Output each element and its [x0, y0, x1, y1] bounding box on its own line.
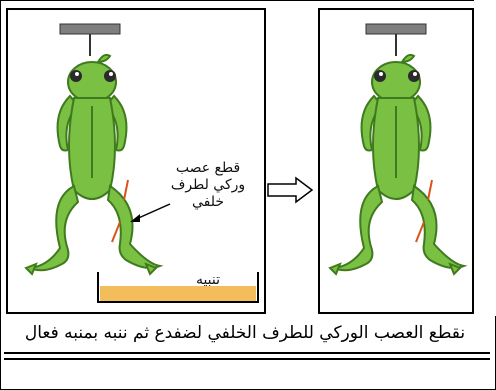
- annotation-line-1: قطع عصب: [148, 160, 268, 177]
- hanger-bar-icon: [60, 24, 120, 34]
- cut-nerve-mark-upper: [124, 180, 128, 200]
- figure-caption: نقطع العصب الوركي للطرف الخلفي لضفدع ثم …: [4, 316, 486, 350]
- cut-nerve-mark-lower: [112, 222, 120, 242]
- cut-nerve-mark-upper: [428, 180, 432, 200]
- annotation-line-2: وركي لطرف: [148, 177, 268, 194]
- right-arrow-icon: [266, 176, 316, 204]
- hanger-bar-icon: [366, 24, 426, 34]
- bottom-rule-1: [4, 352, 490, 354]
- annotation-line-3: خلفي: [148, 194, 268, 211]
- cropped-edge-strip: [474, 0, 496, 316]
- frog-scene-right: [320, 10, 472, 312]
- bottom-rule-2: [4, 358, 490, 360]
- cut-nerve-mark-lower: [416, 222, 424, 242]
- panel-result: [318, 8, 474, 314]
- stimulus-label: تنبيه: [168, 272, 248, 288]
- panel-cut-nerve: قطع عصب وركي لطرف خلفي تنبيه: [6, 8, 266, 314]
